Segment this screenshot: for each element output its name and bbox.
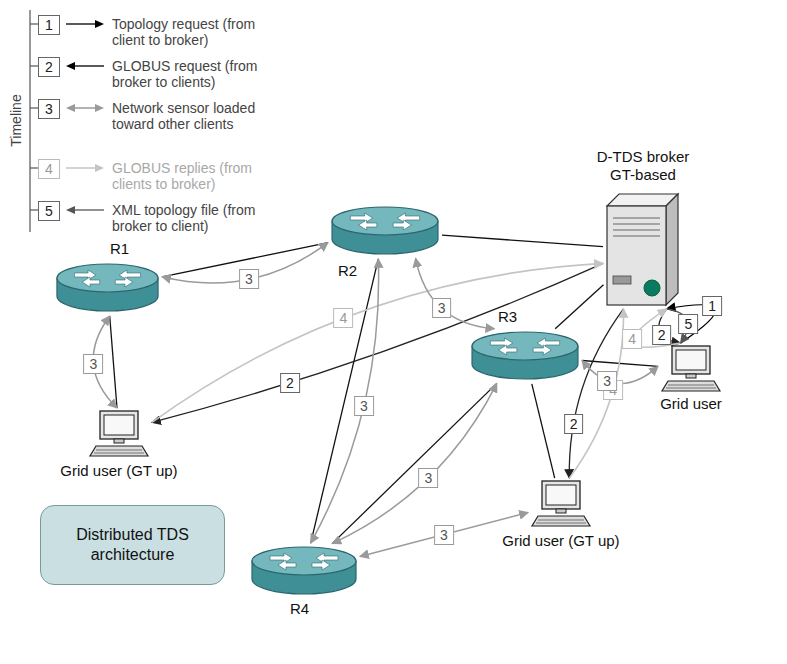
- node-label: Grid user: [641, 395, 741, 413]
- router-icon: [55, 262, 160, 314]
- network-link: [110, 316, 117, 408]
- step-number: 5: [678, 314, 698, 334]
- server-node: D-TDS broker GT-based: [605, 192, 680, 307]
- router-icon: [470, 330, 580, 382]
- network-link: [332, 383, 497, 543]
- callout-number: 2: [38, 57, 60, 77]
- legend-text: GLOBUS request (from broker to clients): [112, 58, 287, 90]
- router-icon: [250, 545, 358, 597]
- network-link: [532, 384, 555, 478]
- timeline-label: Timeline: [8, 86, 25, 156]
- router-node: R3: [470, 330, 580, 382]
- step-number: 3: [434, 525, 454, 545]
- step-number: 2: [280, 373, 300, 393]
- step-number: 3: [432, 298, 452, 318]
- node-label: Grid user (GT up): [19, 462, 219, 480]
- node-label: R3: [498, 308, 532, 326]
- legend-text: GLOBUS replies (from clients to broker): [112, 160, 287, 192]
- node-label: R2: [338, 262, 372, 280]
- message-arrow: [152, 263, 603, 422]
- message-arrow: [416, 258, 495, 328]
- network-link: [442, 235, 603, 247]
- timeline-bar: [29, 10, 30, 232]
- legend-text: XML topology file (from broker to client…: [112, 202, 287, 234]
- step-number: 3: [239, 269, 259, 289]
- callout-number: 5: [38, 201, 60, 221]
- grid-user-node: Grid user (GT up): [530, 480, 592, 528]
- message-arrow: [569, 309, 623, 478]
- grid-user-node: Grid user (GT up): [88, 410, 150, 458]
- node-label: R1: [110, 240, 144, 258]
- architecture-box: Distributed TDS architecture: [40, 505, 225, 585]
- callout-number: 3: [38, 99, 60, 119]
- router-node: R4: [250, 545, 358, 597]
- node-label: R4: [290, 600, 324, 618]
- computer-icon: [88, 410, 150, 458]
- step-number: 1: [702, 296, 722, 316]
- step-number: 2: [652, 325, 672, 345]
- network-link: [555, 285, 603, 329]
- callout-number: 1: [38, 15, 60, 35]
- step-number: 3: [83, 354, 103, 374]
- node-label: Grid user (GT up): [481, 532, 641, 550]
- message-arrow: [152, 263, 603, 422]
- router-node: R2: [330, 205, 440, 257]
- router-node: R1: [55, 262, 160, 314]
- message-arrow: [311, 259, 379, 543]
- computer-icon: [660, 345, 722, 393]
- message-arrow: [332, 383, 497, 543]
- grid-user-node: Grid user: [660, 345, 722, 393]
- message-arrow: [569, 309, 623, 478]
- step-number: 4: [622, 329, 642, 349]
- server-icon: [605, 192, 680, 307]
- step-number: 3: [418, 468, 438, 488]
- network-link: [311, 259, 379, 543]
- legend-text: Topology request (from client to broker): [112, 16, 287, 48]
- step-number: 4: [333, 308, 353, 328]
- step-number: 3: [597, 371, 617, 391]
- step-number: 3: [354, 396, 374, 416]
- box-text: Distributed TDS architecture: [41, 513, 224, 577]
- legend-arrows: [66, 20, 104, 214]
- step-number: 2: [564, 414, 584, 434]
- legend-text: Network sensor loaded toward other clien…: [112, 100, 287, 132]
- callout-number: 4: [38, 159, 60, 179]
- timeline-ticks: [30, 24, 38, 210]
- computer-icon: [530, 480, 592, 528]
- node-label: D-TDS broker GT-based: [587, 148, 699, 184]
- router-icon: [330, 205, 440, 257]
